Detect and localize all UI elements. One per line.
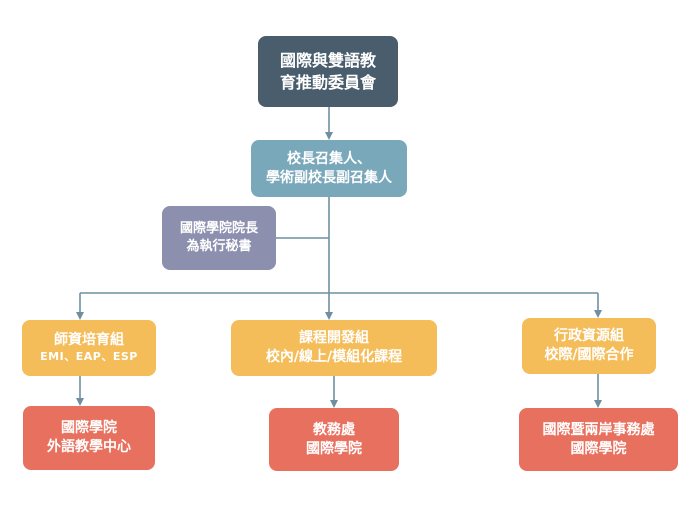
node-committee: 國際與雙語教 育推動委員會 xyxy=(258,36,398,107)
node-admin-unit-line-1: 國際暨兩岸事務處 xyxy=(542,421,655,438)
node-teacher-unit-line-1: 國際學院 xyxy=(61,420,117,437)
node-admin-unit: 國際暨兩岸事務處 國際學院 xyxy=(519,408,678,471)
node-course-group: 課程開發組 校內/線上/模組化課程 xyxy=(231,320,437,376)
node-committee-line-1: 國際與雙語教 xyxy=(279,50,376,70)
node-course-unit-line-2: 國際學院 xyxy=(306,440,362,457)
node-course-unit-line-1: 教務處 xyxy=(313,421,355,438)
node-secretary: 國際學院院長 為執行秘書 xyxy=(162,206,276,270)
node-teacher-unit: 國際學院 外語教學中心 xyxy=(23,406,155,470)
node-course-unit: 教務處 國際學院 xyxy=(269,408,399,471)
node-secretary-line-2: 為執行秘書 xyxy=(186,239,252,254)
node-admin-unit-line-2: 國際學院 xyxy=(570,440,627,457)
node-admin-group-line-2: 校際/國際合作 xyxy=(544,347,634,363)
node-admin-group: 行政資源組 校際/國際合作 xyxy=(522,318,656,374)
node-convener-line-1: 校長召集人、 xyxy=(287,150,371,167)
node-course-group-line-1: 課程開發組 xyxy=(299,330,369,347)
node-teacher-group-line-2: EMI、EAP、ESP xyxy=(40,350,138,364)
node-secretary-line-1: 國際學院院長 xyxy=(179,221,258,237)
node-course-group-line-2: 校內/線上/模組化課程 xyxy=(265,349,403,365)
node-committee-line-2: 育推動委員會 xyxy=(279,72,376,92)
node-convener-line-2: 學術副校長副召集人 xyxy=(266,169,392,186)
node-teacher-group-line-1: 師資培育組 xyxy=(54,332,124,349)
node-teacher-group: 師資培育組 EMI、EAP、ESP xyxy=(22,320,156,376)
node-admin-group-line-1: 行政資源組 xyxy=(554,328,624,345)
node-teacher-unit-line-2: 外語教學中心 xyxy=(47,439,131,455)
node-convener: 校長召集人、 學術副校長副召集人 xyxy=(251,140,407,197)
